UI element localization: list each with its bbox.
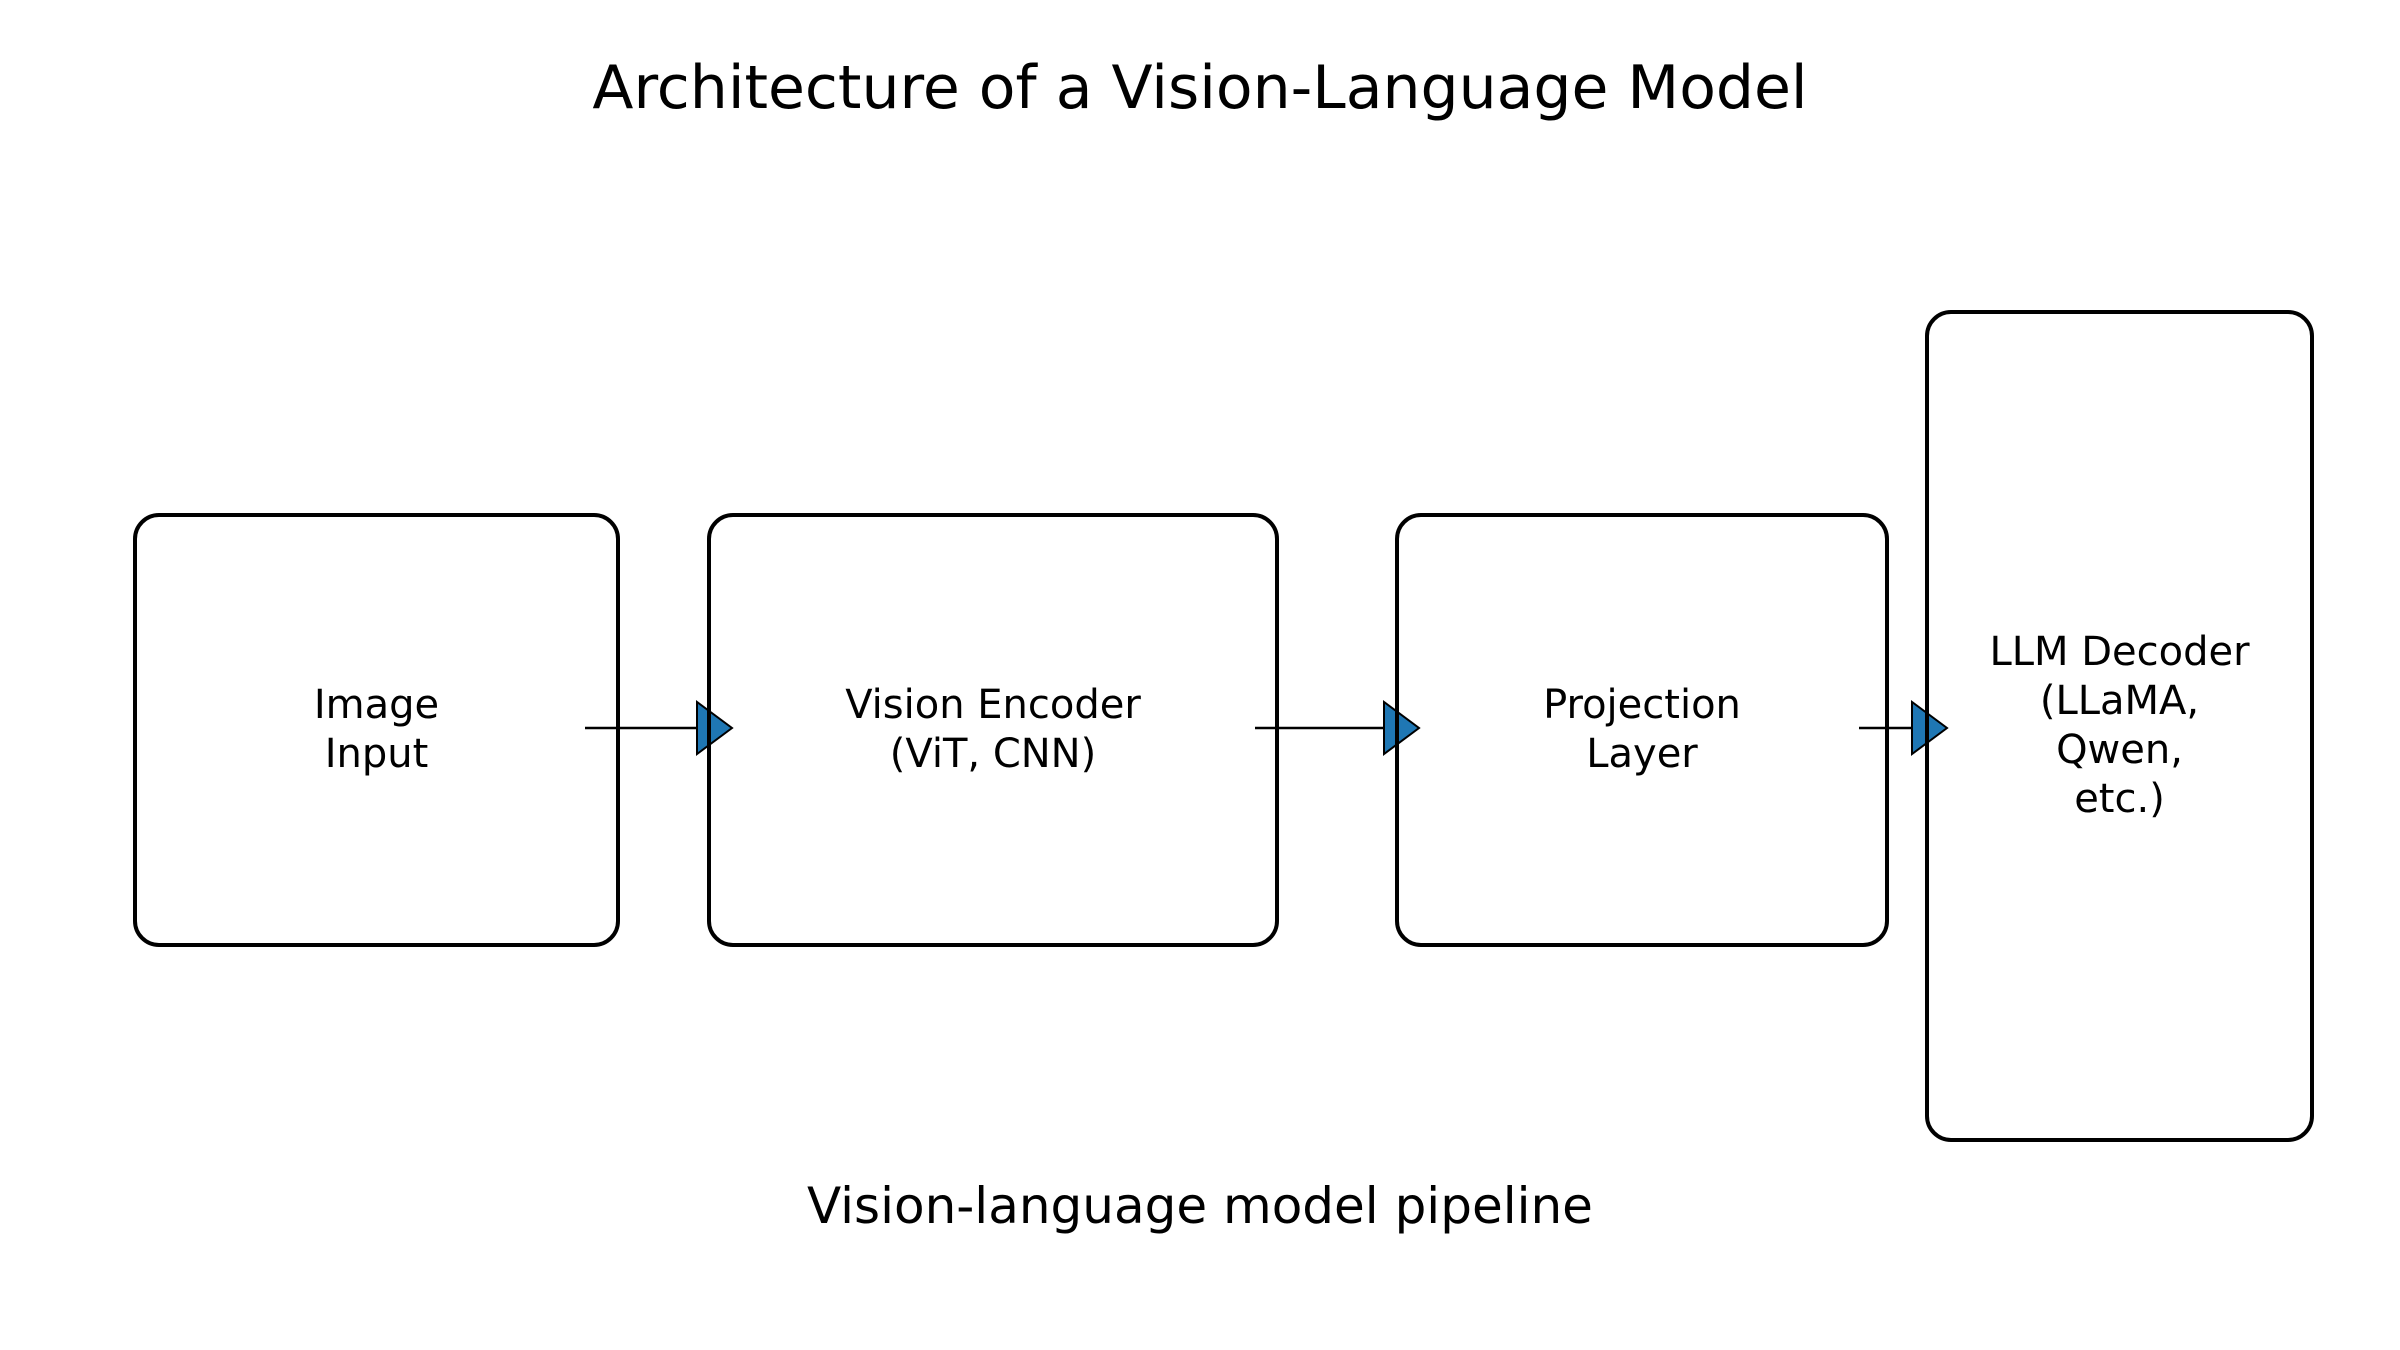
arrowhead-icon	[1383, 700, 1421, 756]
node-llm-decoder: LLM Decoder (LLaMA, Qwen, etc.)	[1925, 310, 2314, 1142]
arrowhead-icon	[696, 700, 734, 756]
figure-title: Architecture of a Vision-Language Model	[592, 53, 1808, 123]
arrowhead-icon	[1911, 700, 1949, 756]
node-image-input-label: Image Input	[313, 682, 440, 777]
node-vision-encoder-label: Vision Encoder (ViT, CNN)	[845, 682, 1141, 777]
figure-caption: Vision-language model pipeline	[807, 1177, 1593, 1235]
node-llm-decoder-label: LLM Decoder (LLaMA, Qwen, etc.)	[1989, 629, 2250, 822]
arrow-image-to-encoder	[585, 700, 734, 756]
node-vision-encoder: Vision Encoder (ViT, CNN)	[707, 513, 1279, 947]
node-projection-layer-label: Projection Layer	[1543, 682, 1741, 777]
node-projection-layer: Projection Layer	[1395, 513, 1889, 947]
node-image-input: Image Input	[133, 513, 620, 947]
